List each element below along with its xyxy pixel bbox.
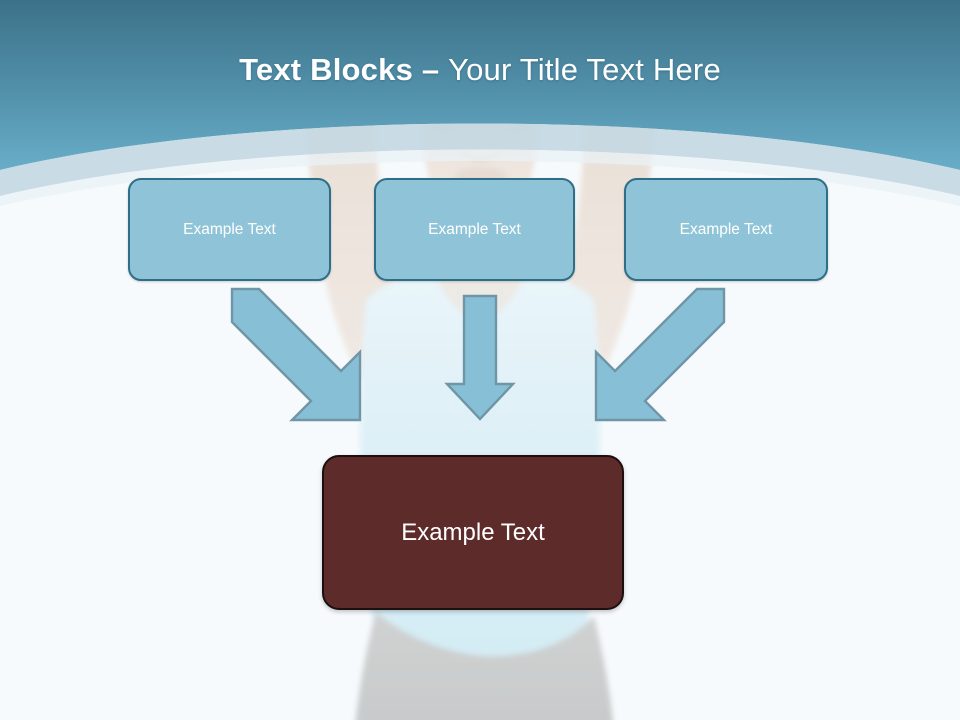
text-block-3-label: Example Text xyxy=(679,220,773,238)
text-block-1-label: Example Text xyxy=(183,220,276,238)
text-block-1[interactable]: Example Text xyxy=(128,178,331,281)
text-block-2-label: Example Text xyxy=(428,220,521,238)
page-title-strong: Text Blocks – xyxy=(239,52,449,87)
result-block[interactable]: Example Text xyxy=(322,455,624,610)
text-block-3[interactable]: Example Text xyxy=(624,178,828,281)
result-block-label: Example Text xyxy=(401,518,545,546)
page-title-light: Your Title Text Here xyxy=(448,52,721,87)
text-block-2[interactable]: Example Text xyxy=(374,178,575,281)
page-title: Text Blocks – Your Title Text Here xyxy=(0,52,960,88)
